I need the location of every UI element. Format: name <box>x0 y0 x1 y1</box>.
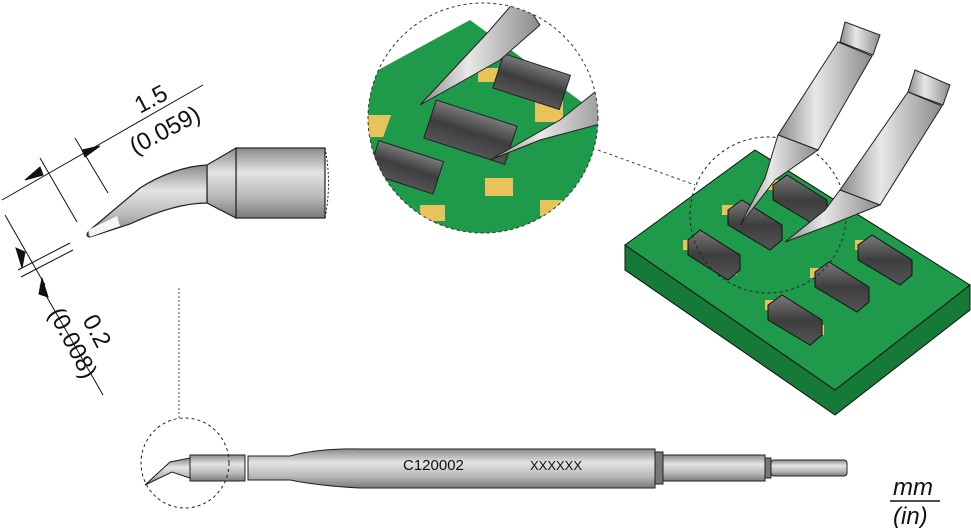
units-legend: mm (in) <box>890 474 940 528</box>
magnified-chip <box>423 99 518 165</box>
soldering-iron-left <box>739 21 881 226</box>
soldering-iron-right <box>784 69 951 243</box>
unit-in: (in) <box>893 503 928 528</box>
serial-number: XXXXXX <box>530 458 582 473</box>
cartridge-full-view <box>140 417 848 509</box>
length-mm-label: 1.5 <box>130 80 172 120</box>
dimension-lines <box>1 84 204 396</box>
smd-component <box>687 229 741 281</box>
smd-component <box>814 261 870 313</box>
smd-component <box>727 199 783 251</box>
smd-component <box>857 234 913 286</box>
unit-mm: mm <box>893 474 933 501</box>
tip-detail <box>86 146 329 238</box>
smd-component <box>767 294 823 346</box>
magnified-view <box>367 2 599 234</box>
part-number: C120002 <box>403 457 464 474</box>
leader-line-magnify <box>597 149 696 186</box>
pcb-board <box>624 136 971 416</box>
magnified-chip <box>492 53 572 111</box>
